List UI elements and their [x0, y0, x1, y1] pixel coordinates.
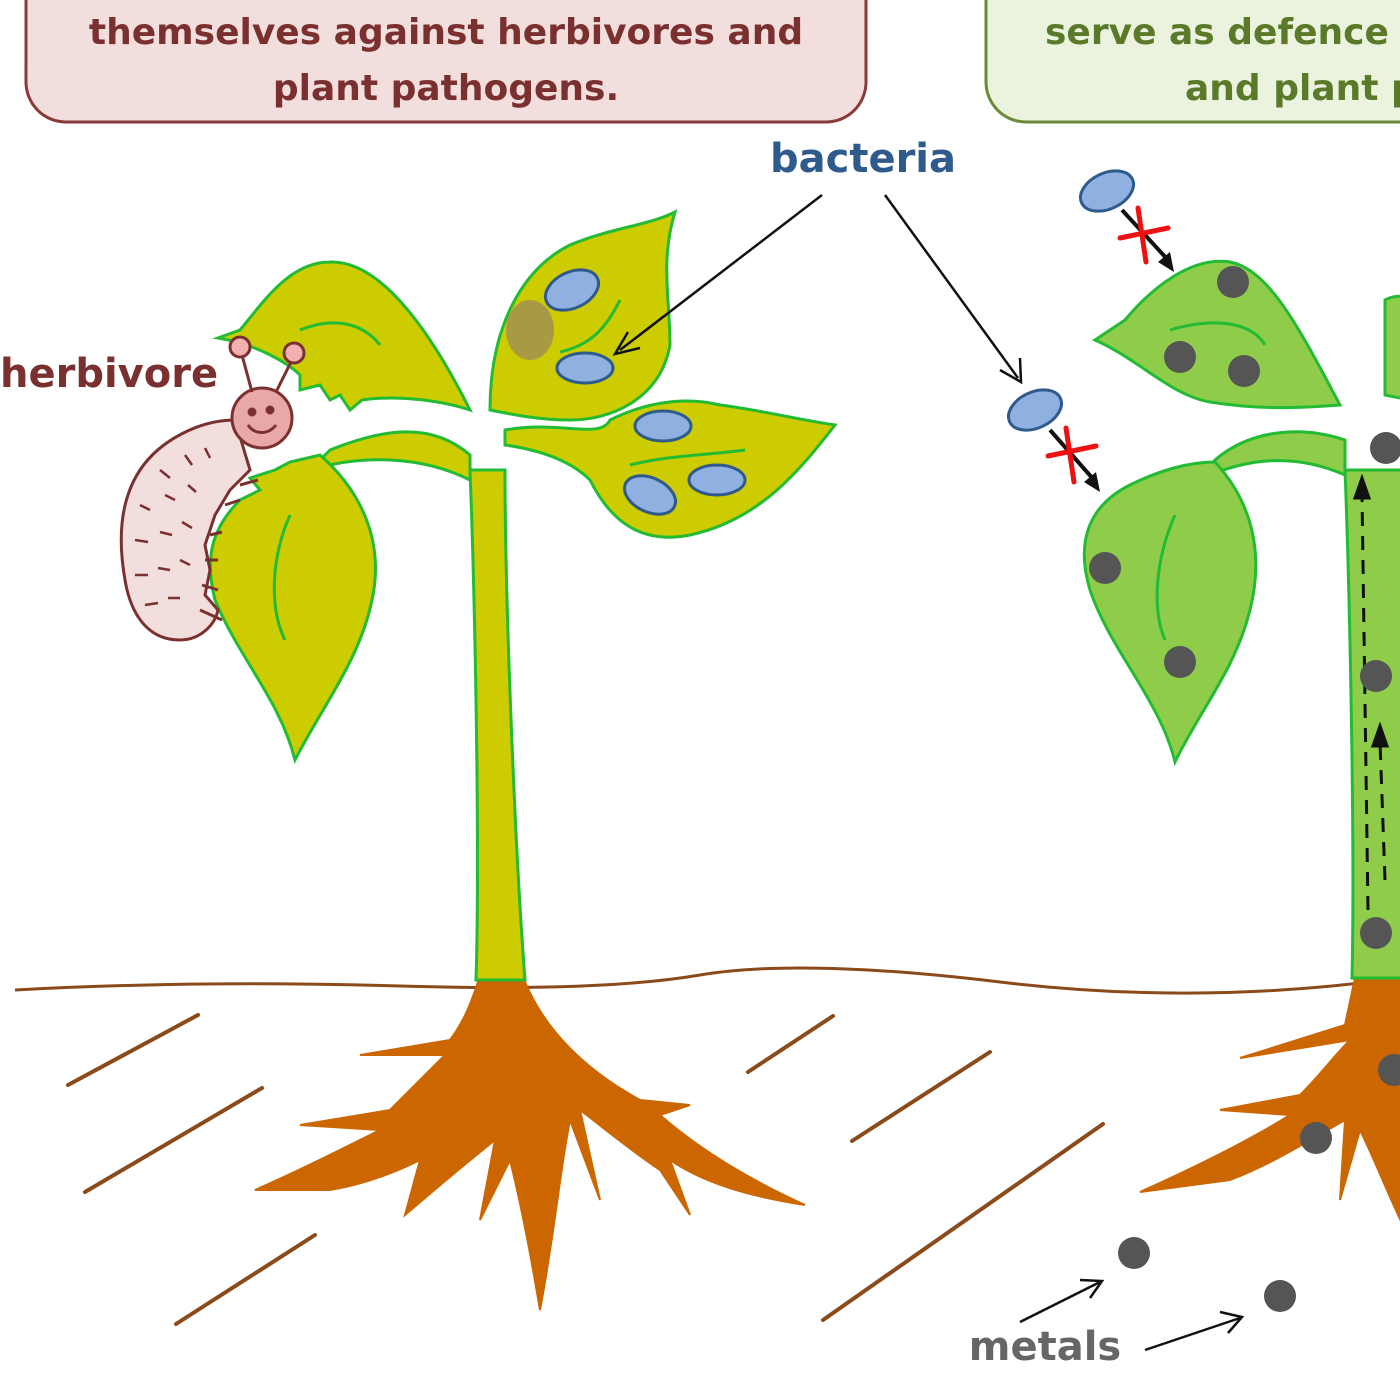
- bacterium: [544, 268, 600, 312]
- right-plant-leaf-upper: [1091, 259, 1343, 410]
- metal-dot: [1360, 917, 1392, 949]
- blocked-bacteria: [1007, 169, 1174, 492]
- left-caption-box: themselves against herbivores and plant …: [24, 0, 868, 124]
- metal-dot: [1089, 552, 1121, 584]
- accumulated-metals: [1089, 266, 1400, 1154]
- bacteria-label: bacteria: [770, 136, 956, 182]
- blocked-mark: [1045, 425, 1099, 485]
- right-plant-leaf-lower: [1082, 460, 1258, 767]
- metal-dot: [1360, 660, 1392, 692]
- metal-dot: [1217, 266, 1249, 298]
- right-plant-roots: [1139, 977, 1400, 1222]
- bacteria-pointer-arrows: [612, 194, 1023, 385]
- metal-dot: [1164, 341, 1196, 373]
- soil-hatching: [66, 1013, 1105, 1326]
- right-plant: [1082, 259, 1400, 1222]
- herbivore-label: herbivore: [0, 351, 218, 397]
- blocked-mark: [1117, 205, 1171, 265]
- metal-dot: [1228, 355, 1260, 387]
- right-caption-line-1: serve as defence a: [1045, 12, 1400, 53]
- bacterium: [555, 351, 615, 385]
- metals-pointer-arrows: [1019, 1278, 1245, 1352]
- metal-dot: [1118, 1237, 1150, 1269]
- right-caption-line-2: and plant p: [1185, 68, 1400, 109]
- left-plant-leaf-upper-right: [488, 209, 678, 422]
- right-caption-box: serve as defence a and plant p: [984, 0, 1400, 124]
- metal-dot: [1164, 646, 1196, 678]
- antenna-tip: [228, 335, 252, 359]
- metal-dot: [1264, 1280, 1296, 1312]
- left-plant-leaf-lower-left: [208, 453, 377, 765]
- left-plant: [208, 209, 838, 1311]
- metal-dot: [1300, 1122, 1332, 1154]
- bacterium: [1079, 169, 1135, 213]
- right-plant-stem: [1343, 468, 1400, 980]
- bacterium: [687, 463, 747, 497]
- metals-label: metals: [969, 1324, 1121, 1370]
- bacteria-cells-infecting: [544, 268, 747, 516]
- bacterium: [633, 409, 693, 443]
- metal-dot: [1378, 1054, 1400, 1086]
- metal-transport-arrows: [1352, 473, 1390, 911]
- antenna-tip: [282, 341, 306, 365]
- caterpillar-legs: [199, 478, 259, 622]
- left-plant-stem: [468, 468, 527, 982]
- left-plant-leaf-right: [503, 399, 838, 539]
- metal-dot: [1370, 432, 1400, 464]
- soil-metals: [1118, 1237, 1296, 1312]
- left-caption-line-1: themselves against herbivores and: [89, 12, 803, 53]
- bacterium: [622, 474, 678, 516]
- left-plant-leaf-upper-left: [212, 260, 473, 413]
- caterpillar-head: [230, 386, 294, 450]
- left-plant-lesion: [506, 300, 554, 360]
- caterpillar-stripes: [134, 447, 212, 607]
- left-caption-line-2: plant pathogens.: [273, 68, 619, 109]
- left-plant-roots: [254, 981, 806, 1311]
- bacterium: [1007, 388, 1063, 432]
- caterpillar: [119, 335, 306, 642]
- soil-surface-line: [14, 966, 1400, 995]
